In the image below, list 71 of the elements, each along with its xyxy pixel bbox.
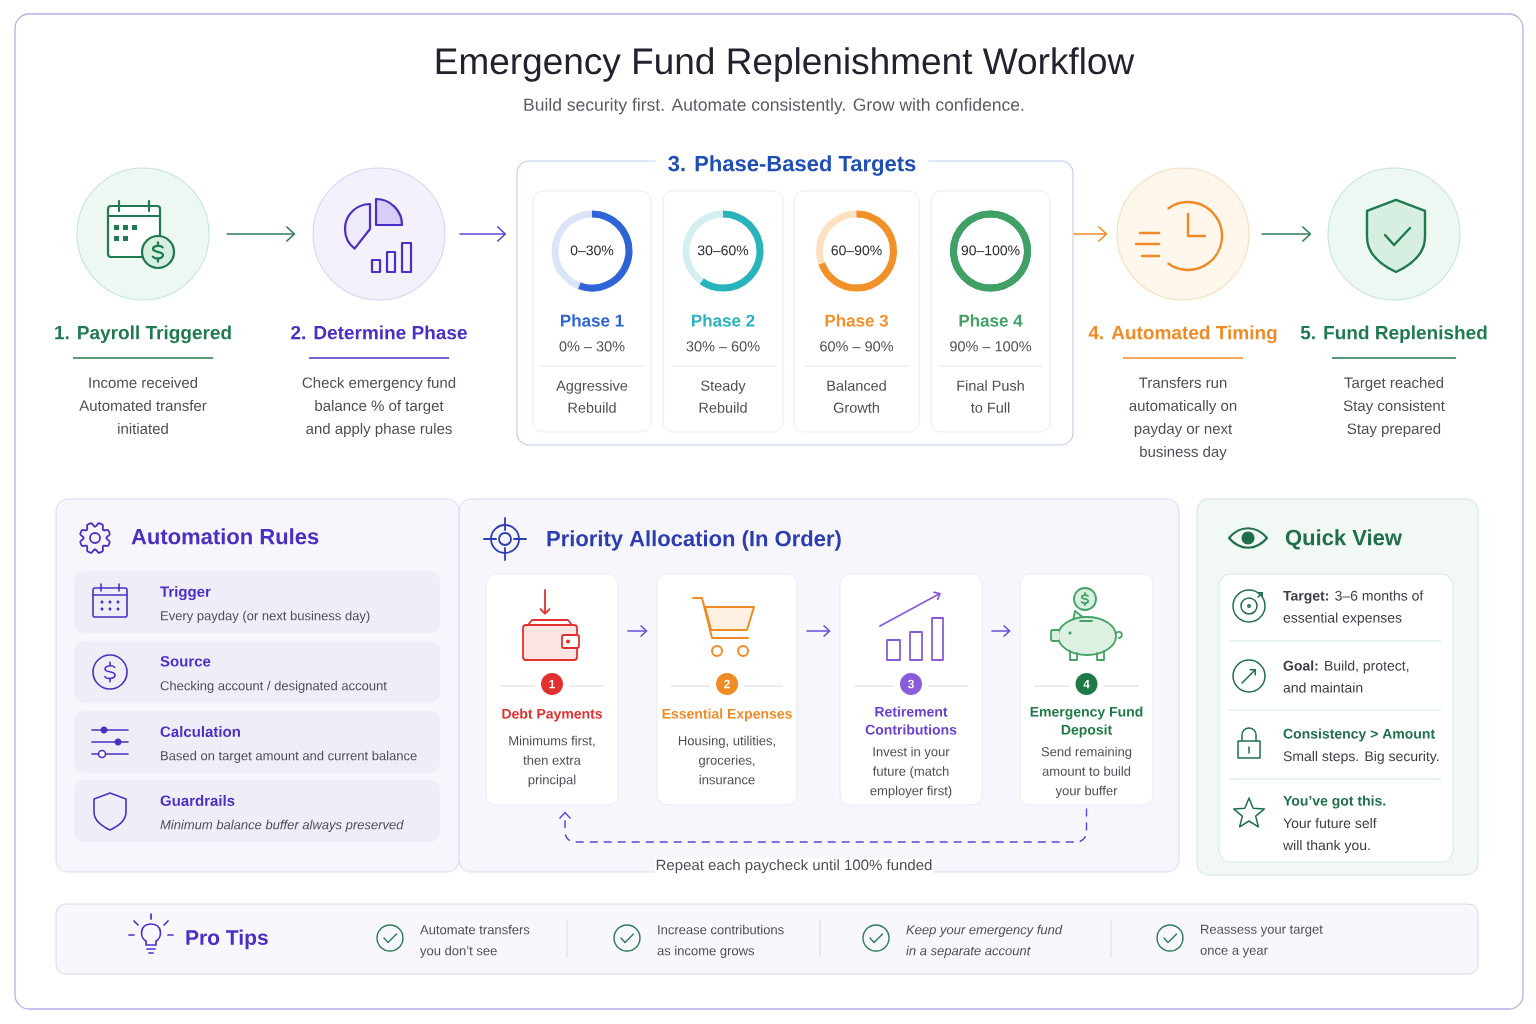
card-description: Housing, utilities, groceries, insurance <box>678 735 775 785</box>
card-title: Retirement Contributions <box>865 706 957 735</box>
arrow <box>626 624 648 638</box>
edge-label: Repeat each paycheck until 100% funded <box>654 858 934 875</box>
number-badge: 2 <box>716 673 738 695</box>
card-description: Send remaining amount to build your buffer <box>1041 746 1132 798</box>
percent-label: 60–90% <box>831 245 882 256</box>
phase-title: Phase 4 <box>959 314 1023 327</box>
card-description: Minimums first, then extra principal <box>509 735 595 787</box>
quick-view-text: Goal: Build, protect, and maintain <box>1283 660 1409 693</box>
arrow <box>990 624 1011 638</box>
panel-heading: Quick View <box>1285 529 1403 550</box>
step-description: Check emergency fund balance % of target and apply phase rules <box>302 377 456 437</box>
step-description: Income received Automated transfer initiated <box>79 377 207 434</box>
percent-label: 30–60% <box>697 245 749 256</box>
panel-heading: Automation Rules <box>131 528 319 545</box>
rule-description: Every payday (or next business day) <box>161 610 370 623</box>
step-description: Target reached Stay consistent Stay prepared <box>1343 377 1445 437</box>
arrow <box>805 624 831 638</box>
card-title: Debt Payments <box>502 708 602 722</box>
range-label: 0% – 30% <box>559 341 625 352</box>
number-badge: 3 <box>900 673 922 695</box>
quick-view-text: Your future self will thank you. <box>1283 817 1377 853</box>
band-heading: Pro Tips <box>186 929 268 950</box>
phase-description: Aggressive Rebuild <box>556 380 628 413</box>
quick-view-text: Target: 3–6 months of essential expenses <box>1283 590 1424 626</box>
title: Emergency Fund Replenishment Workflow <box>436 47 1135 82</box>
phase-title: Phase 3 <box>825 314 888 327</box>
step-heading: 5. Fund Replenished <box>1300 325 1487 344</box>
card <box>1218 573 1454 863</box>
arrow <box>225 225 296 243</box>
phase-title: Phase 2 <box>692 314 755 327</box>
percent-label: 0–30% <box>570 245 614 256</box>
arrow <box>1260 225 1312 243</box>
percent-label: 90–100% <box>961 245 1020 256</box>
tip-text: Keep your emergency fund in a separate account <box>906 924 1063 958</box>
quick-view-text: Small steps. Big security. <box>1283 750 1439 764</box>
range-label: 30% – 60% <box>686 341 760 352</box>
phase-description: Balanced Growth <box>827 380 886 413</box>
phase-description: Steady Rebuild <box>699 380 747 413</box>
rule-title: Trigger <box>160 586 211 601</box>
step-heading: 1. Payroll Triggered <box>55 325 231 344</box>
group-title: 3. Phase-Based Targets <box>655 152 929 179</box>
number-badge: 4 <box>1075 673 1098 695</box>
step-description: Transfers run automatically on payday or next business day <box>1129 377 1237 460</box>
loop-arrow <box>558 807 1088 843</box>
rule-title: Calculation <box>160 726 240 737</box>
card-description: Invest in your future (match employer first) <box>870 746 952 798</box>
arrow <box>1072 225 1108 243</box>
rule-title: Source <box>160 656 211 667</box>
tip-text: Increase contributions as income grows <box>657 924 784 958</box>
step-heading: 2. Determine Phase <box>291 325 467 340</box>
number-badge: 1 <box>541 673 563 695</box>
range-label: 60% – 90% <box>820 341 894 352</box>
range-label: 90% – 100% <box>950 341 1032 352</box>
tip-text: Automate transfers you don’t see <box>420 924 530 958</box>
arrow <box>458 225 507 243</box>
phase-description: Final Push to Full <box>957 380 1024 413</box>
panel-heading: Priority Allocation (In Order) <box>547 530 841 551</box>
card-title: Essential Expenses <box>662 708 792 722</box>
subtitle: Build security first. Automate consistently. Grow with confidence. <box>524 98 1024 115</box>
phase-title: Phase 1 <box>561 314 624 327</box>
step-heading: 4. Automated Timing <box>1088 325 1277 344</box>
quick-view-heading: Consistency > Amount <box>1283 728 1435 742</box>
tip-text: Reassess your target once a year <box>1200 924 1323 958</box>
rule-description: Based on target amount and current balance <box>161 750 417 763</box>
rule-description: Minimum balance buffer always preserved <box>160 819 404 832</box>
card-title: Emergency Fund Deposit <box>1030 706 1143 738</box>
rule-title: Guardrails <box>160 795 235 806</box>
rule-description: Checking account / designated account <box>160 680 387 693</box>
quick-view-heading: You’ve got this. <box>1283 795 1386 809</box>
